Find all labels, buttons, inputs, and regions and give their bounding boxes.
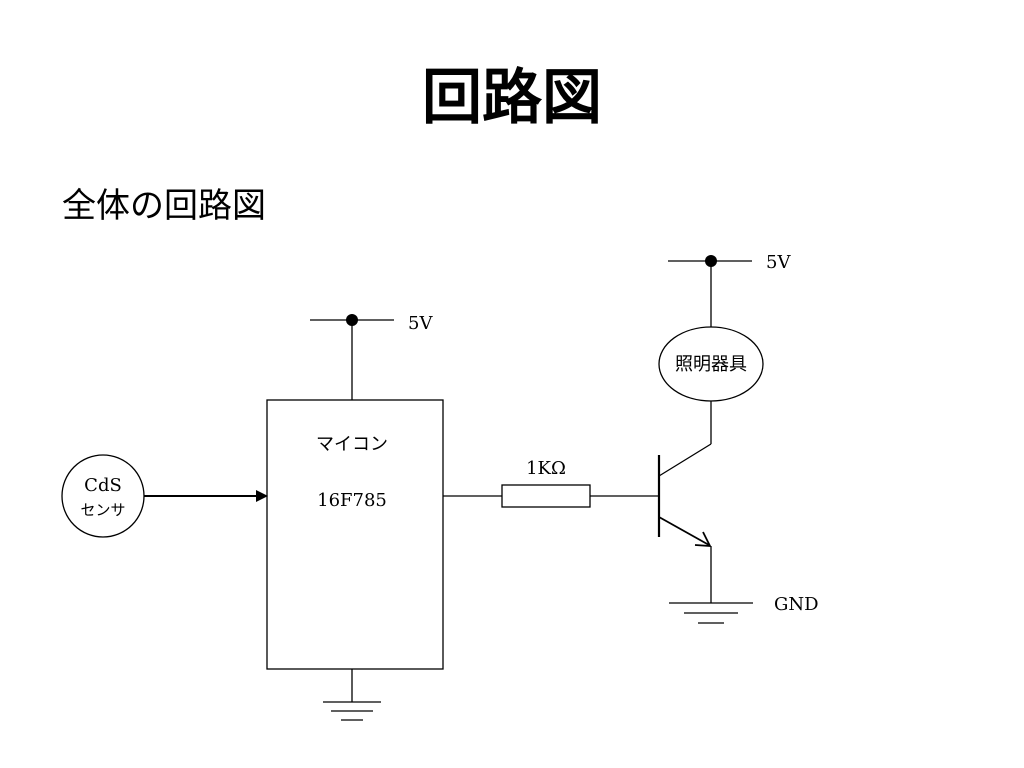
- transistor-emitter: [658, 516, 710, 546]
- transistor-emitter-arrow: [694, 531, 712, 548]
- resistor-body: [501, 484, 591, 508]
- microcontroller-box: [266, 399, 444, 670]
- microcontroller: マイコン 16F785: [266, 399, 444, 670]
- mcu-ground: [323, 669, 381, 721]
- slide-title: 回路図: [422, 63, 602, 133]
- transistor-ground: GND: [669, 594, 819, 624]
- cds-sensor: CdS センサ: [61, 454, 145, 538]
- signal-arrow-head: [256, 490, 268, 502]
- lamp: 照明器具: [658, 326, 764, 402]
- cds-sensor-label: CdS: [84, 475, 122, 496]
- lamp-ellipse: [658, 326, 764, 402]
- signal-arrow: [144, 490, 268, 502]
- mcu-supply: 5V: [310, 313, 433, 400]
- lamp-supply: 5V: [668, 252, 791, 327]
- resistor-label: 1KΩ: [526, 458, 566, 479]
- mcu-supply-label: 5V: [408, 313, 433, 334]
- cds-sensor-circle: [61, 454, 145, 538]
- lamp-supply-label: 5V: [766, 252, 791, 273]
- transistor: [657, 401, 712, 603]
- transistor-collector: [658, 443, 712, 477]
- lamp-label: 照明器具: [675, 354, 747, 375]
- microcontroller-model: 16F785: [317, 490, 387, 511]
- slide-subtitle: 全体の回路図: [62, 186, 266, 226]
- cds-sensor-sublabel: センサ: [80, 501, 125, 519]
- resistor: 1KΩ: [443, 458, 659, 508]
- ground-label: GND: [774, 594, 819, 615]
- microcontroller-label: マイコン: [316, 434, 388, 455]
